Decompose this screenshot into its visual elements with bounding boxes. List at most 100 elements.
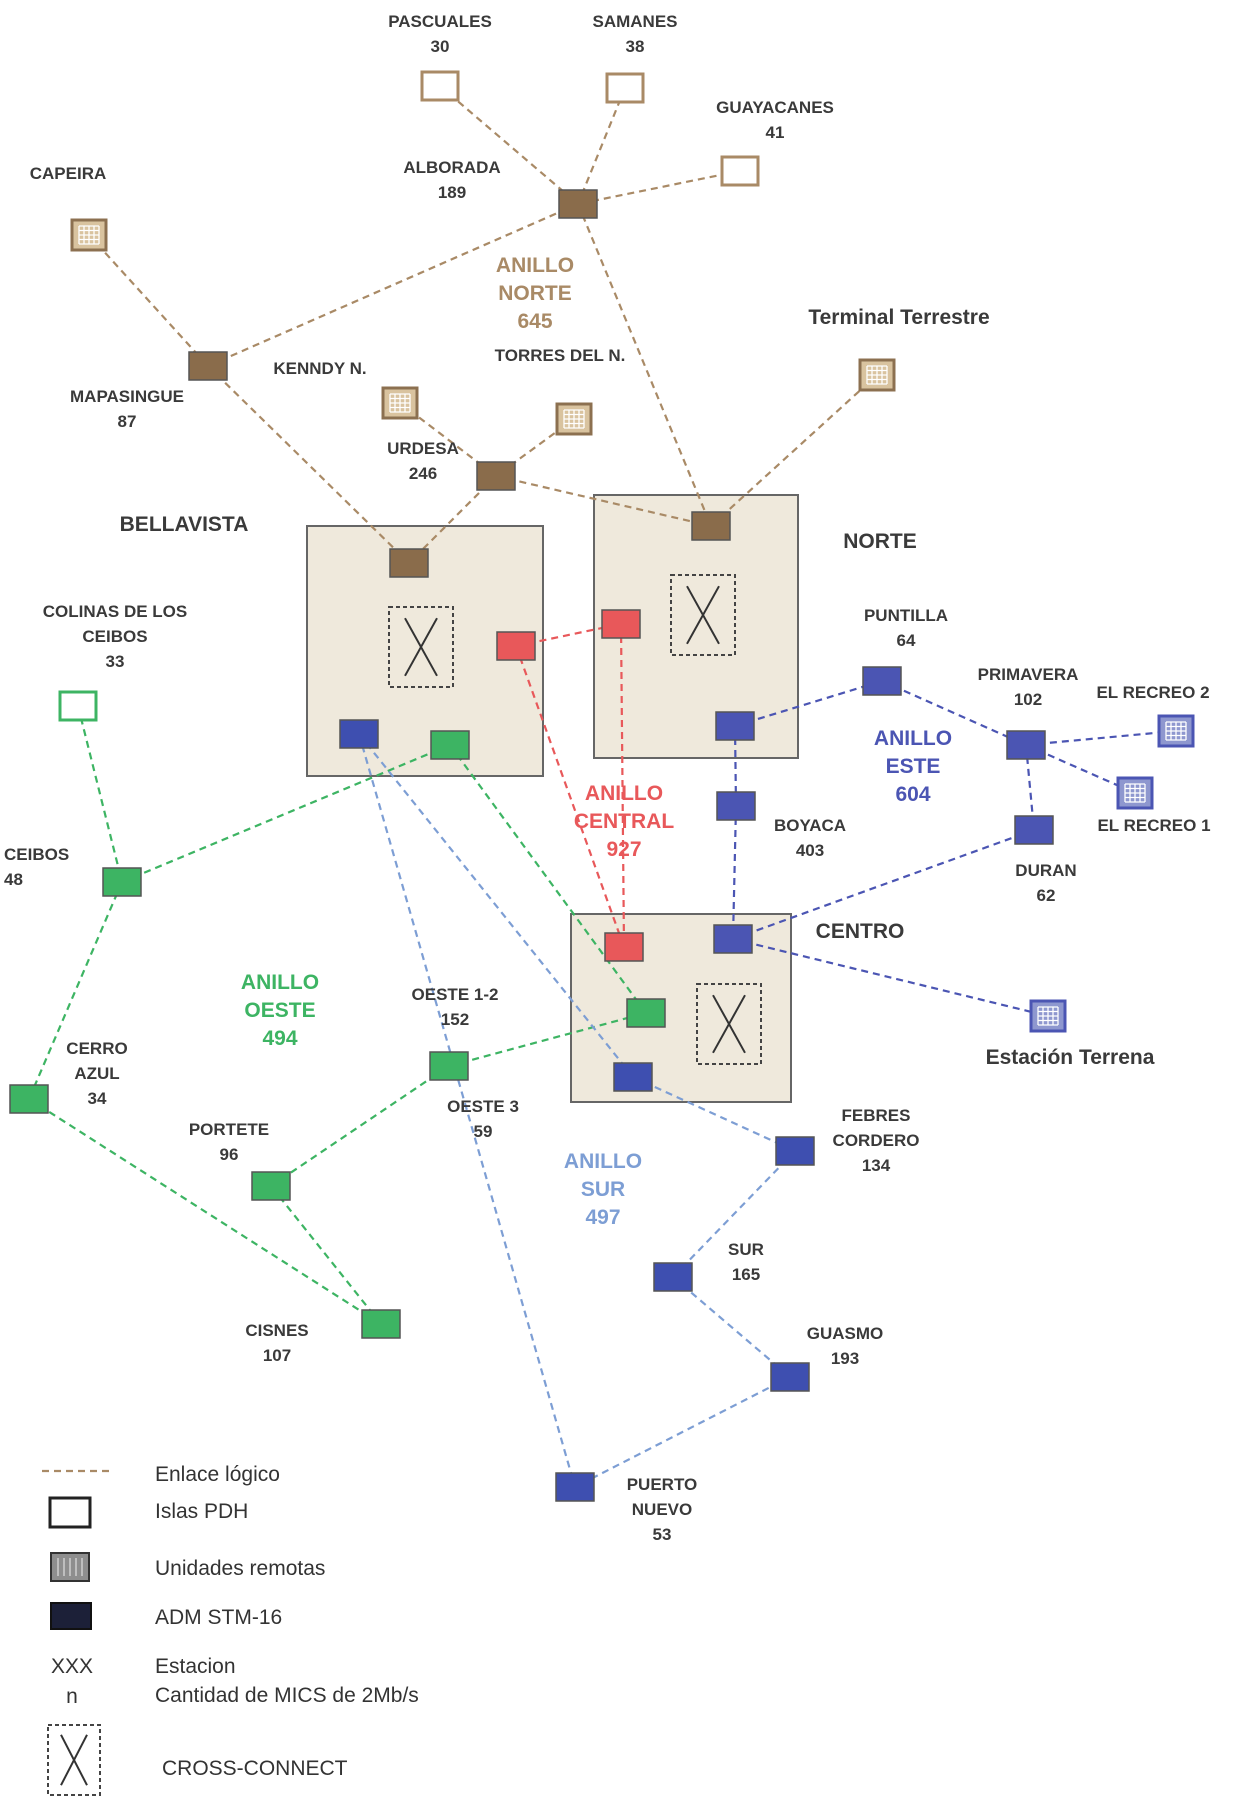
node-urdesa <box>476 461 516 491</box>
ring-label-sur: ANILLO <box>564 1150 642 1173</box>
link-febres-sur <box>672 1150 796 1278</box>
node-label-primavera: PRIMAVERA <box>978 665 1079 684</box>
node-label-urdesa: 246 <box>409 464 437 483</box>
node-label-mapasingue: MAPASINGUE <box>70 387 184 406</box>
link-alborada-mapasingue <box>207 202 579 368</box>
link-sur-guasmo <box>672 1276 791 1378</box>
node-oeste12 <box>429 1051 469 1081</box>
node-label-sur: SUR <box>728 1240 764 1259</box>
node-label-mapasingue: 87 <box>118 412 137 431</box>
link-pascuales-alborada <box>439 85 579 205</box>
node-label-primavera: 102 <box>1014 690 1042 709</box>
ring-label-norte: ANILLO <box>496 254 574 277</box>
link-cerroazul-cisnes <box>28 1098 382 1325</box>
legend-label-cantidad: Cantidad de MICS de 2Mb/s <box>155 1684 419 1707</box>
node-label-puntilla: 64 <box>897 631 916 650</box>
link-alborada-no_n <box>576 203 713 527</box>
link-bv_s-ce_s <box>358 733 634 1078</box>
node-label-recreo2: EL RECREO 2 <box>1096 683 1209 702</box>
node-label-sur: 165 <box>732 1265 760 1284</box>
node-label-kenndy: KENNDY N. <box>273 359 366 378</box>
link-ceibos-cerroazul <box>27 881 124 1100</box>
hub-label-centro: CENTRO <box>816 920 905 943</box>
node-portete <box>251 1171 291 1201</box>
node-label-urdesa: URDESA <box>387 439 459 458</box>
link-samanes-alborada <box>576 87 627 205</box>
link-ceibos-bv_o <box>121 743 451 884</box>
node-label-puertonuevo: NUEVO <box>632 1500 692 1519</box>
ring-label-sur: 497 <box>585 1206 620 1229</box>
node-label-cisnes: 107 <box>263 1346 291 1365</box>
legend-station-placeholder: XXX <box>51 1655 93 1678</box>
node-label-cerroazul: 34 <box>88 1089 107 1108</box>
node-label-samanes: 38 <box>626 37 645 56</box>
hub-adm-bv_n <box>389 548 429 578</box>
node-label-ceibos: CEIBOS <box>4 845 69 864</box>
hub-adm-bv_o <box>430 730 470 760</box>
node-label-oeste3: OESTE 3 <box>447 1097 519 1116</box>
legend-count-placeholder: n <box>66 1685 78 1708</box>
node-label-guayacanes: GUAYACANES <box>716 98 834 117</box>
node-label-alborada: ALBORADA <box>403 158 500 177</box>
link-primavera-recreo2 <box>1025 729 1177 747</box>
ring-label-sur: SUR <box>581 1178 625 1201</box>
node-label-febres: CORDERO <box>833 1131 920 1150</box>
node-pascuales <box>420 70 460 102</box>
node-label-puertonuevo: 53 <box>653 1525 672 1544</box>
ring-label-oeste: OESTE <box>244 999 315 1022</box>
node-label-colinas: COLINAS DE LOS <box>43 602 188 621</box>
node-label-puertonuevo: PUERTO <box>627 1475 698 1494</box>
node-ceibos <box>102 867 142 897</box>
legend-adm-swatch <box>50 1602 92 1630</box>
node-kenndy <box>381 386 419 420</box>
legend-label-estacion: Estacion <box>155 1655 236 1678</box>
legend-label-enlace: Enlace lógico <box>155 1463 280 1486</box>
node-samanes <box>605 72 645 104</box>
node-label-samanes: SAMANES <box>592 12 677 31</box>
cross-connect-icon <box>388 606 454 688</box>
hub-adm-no_n <box>691 511 731 541</box>
hub-label-bellavista: BELLAVISTA <box>120 513 249 536</box>
node-label-terminal: Terminal Terrestre <box>808 306 989 329</box>
link-capeira-mapasingue <box>88 234 209 367</box>
node-label-capeira: CAPEIRA <box>30 164 107 183</box>
node-puntilla <box>862 666 902 696</box>
node-terminal <box>858 358 896 392</box>
link-bv_s-puertonuevo <box>357 733 577 1488</box>
legend-label-cross: CROSS-CONNECT <box>162 1757 348 1780</box>
node-label-portete: PORTETE <box>189 1120 269 1139</box>
link-boyaca-ce_e <box>731 805 738 940</box>
legend-remote-swatch <box>50 1552 90 1582</box>
ring-label-este: ANILLO <box>874 727 952 750</box>
ring-label-este: 604 <box>895 783 930 806</box>
legend-label-unidades: Unidades remotas <box>155 1557 325 1580</box>
node-label-duran: DURAN <box>1015 861 1076 880</box>
node-label-oeste3: 59 <box>474 1122 493 1141</box>
ring-label-oeste: ANILLO <box>241 971 319 994</box>
node-puertonuevo <box>555 1472 595 1502</box>
node-label-oeste12: 152 <box>441 1010 469 1029</box>
node-capeira <box>70 218 108 252</box>
link-no_e-puntilla <box>734 679 883 728</box>
link-terminal-no_n <box>710 374 878 527</box>
link-cisnes-portete <box>270 1185 382 1325</box>
ring-label-central: ANILLO <box>585 782 663 805</box>
ring-label-oeste: 494 <box>262 1027 297 1050</box>
node-label-oeste12: OESTE 1-2 <box>412 985 499 1004</box>
node-label-febres: FEBRES <box>842 1106 911 1125</box>
node-label-guasmo: 193 <box>831 1349 859 1368</box>
node-label-puntilla: PUNTILLA <box>864 606 948 625</box>
node-guayacanes <box>720 155 760 187</box>
node-label-recreo1: EL RECREO 1 <box>1097 816 1210 835</box>
node-mapasingue <box>188 351 228 381</box>
node-label-terrena: Estación Terrena <box>986 1046 1155 1069</box>
ring-label-norte: 645 <box>517 310 552 333</box>
node-label-boyaca: BOYACA <box>774 816 846 835</box>
link-oeste12-ce_o <box>448 1011 647 1068</box>
node-label-guasmo: GUASMO <box>807 1324 884 1343</box>
legend-pdh-swatch <box>48 1496 92 1529</box>
legend-label-islas: Islas PDH <box>155 1500 248 1523</box>
node-recreo2 <box>1157 714 1195 748</box>
hub-adm-bv_r <box>496 631 536 661</box>
